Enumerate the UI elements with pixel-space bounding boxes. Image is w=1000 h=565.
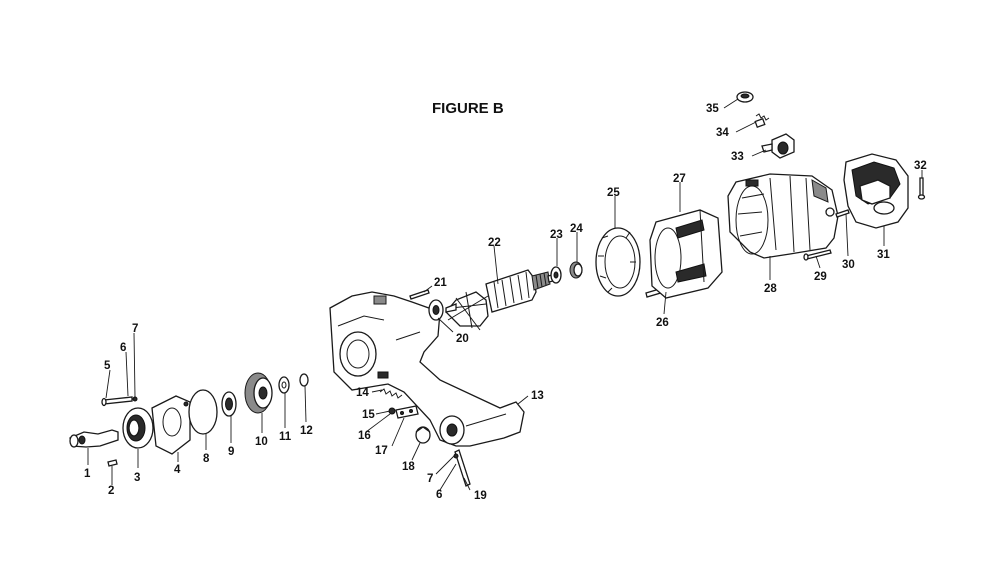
- part-19-screw: [453, 449, 471, 487]
- part-1-spindle: [69, 429, 119, 448]
- part-12-retaining-ring: [299, 373, 309, 387]
- callout-8: 8: [203, 453, 210, 465]
- part-17-lock-plate: [395, 405, 419, 419]
- callout-14: 14: [356, 387, 369, 399]
- part-3-bearing: [122, 407, 154, 449]
- callout-2: 2: [108, 485, 114, 497]
- callout-16: 16: [358, 430, 371, 442]
- part-33-brush-holder: [761, 133, 795, 159]
- part-32-screw: [917, 177, 926, 200]
- part-11-washer: [278, 376, 290, 394]
- part-28-motor-housing: [727, 173, 839, 259]
- callout-33: 33: [731, 151, 744, 163]
- part-13-gear-housing: [329, 291, 525, 447]
- part-35-brush-cap: [736, 91, 754, 103]
- callout-4: 4: [174, 464, 181, 476]
- part-34-brush: [754, 113, 770, 129]
- callout-17: 17: [375, 445, 388, 457]
- callout-6: 6: [120, 342, 126, 354]
- callout-21: 21: [434, 277, 447, 289]
- callout-31: 31: [877, 249, 890, 261]
- callout-10: 10: [255, 436, 268, 448]
- callout-1: 1: [84, 468, 91, 480]
- callout-29: 29: [814, 271, 827, 283]
- callout-25: 25: [607, 187, 620, 199]
- callout-7-rear: 7: [427, 473, 433, 485]
- part-10-gear: [244, 372, 273, 414]
- callout-22: 22: [488, 237, 501, 249]
- part-5-screw: [101, 396, 133, 407]
- figure-title: FIGURE B: [432, 100, 504, 117]
- part-31-end-cap: [843, 153, 909, 229]
- callout-9: 9: [228, 446, 234, 458]
- callout-15: 15: [362, 409, 375, 421]
- callout-5: 5: [104, 360, 111, 372]
- part-4-bearing-plate: [151, 395, 191, 455]
- part-25-baffle: [595, 227, 641, 297]
- part-2-key: [107, 459, 118, 467]
- callout-32: 32: [914, 160, 927, 172]
- callout-13: 13: [531, 390, 544, 402]
- part-29-screw: [803, 249, 832, 261]
- part-7-washer-front: [132, 396, 138, 402]
- part-27-field: [649, 209, 723, 299]
- callout-3: 3: [134, 472, 140, 484]
- callout-34: 34: [716, 127, 729, 139]
- callout-6-rear: 6: [436, 489, 442, 501]
- part-21-pin: [409, 289, 430, 300]
- callout-24: 24: [570, 223, 583, 235]
- part-9-bearing: [221, 391, 237, 417]
- leader-lines: [87, 98, 923, 491]
- callout-18: 18: [402, 461, 415, 473]
- callout-12: 12: [300, 425, 313, 437]
- callout-27: 27: [673, 173, 686, 185]
- part-18-button: [415, 426, 431, 444]
- part-20-bearing: [428, 299, 444, 321]
- callout-28: 28: [764, 283, 777, 295]
- callout-19: 19: [474, 490, 487, 502]
- callout-11: 11: [279, 431, 292, 443]
- part-24-insulator: [569, 261, 583, 279]
- part-30-screw: [835, 209, 850, 218]
- part-14-spring: [379, 388, 403, 399]
- callout-26: 26: [656, 317, 669, 329]
- part-23-bearing: [550, 266, 562, 284]
- part-8-gasket: [188, 389, 218, 435]
- callout-23: 23: [550, 229, 563, 241]
- callout-7: 7: [132, 323, 138, 335]
- callout-labels: 1 2 3 4 5 6 7 8 9 10 11 12 13 14 15 16 1…: [84, 103, 927, 502]
- callout-30: 30: [842, 259, 855, 271]
- part-22-armature: [445, 269, 558, 331]
- callout-35: 35: [706, 103, 719, 115]
- callout-20: 20: [456, 333, 469, 345]
